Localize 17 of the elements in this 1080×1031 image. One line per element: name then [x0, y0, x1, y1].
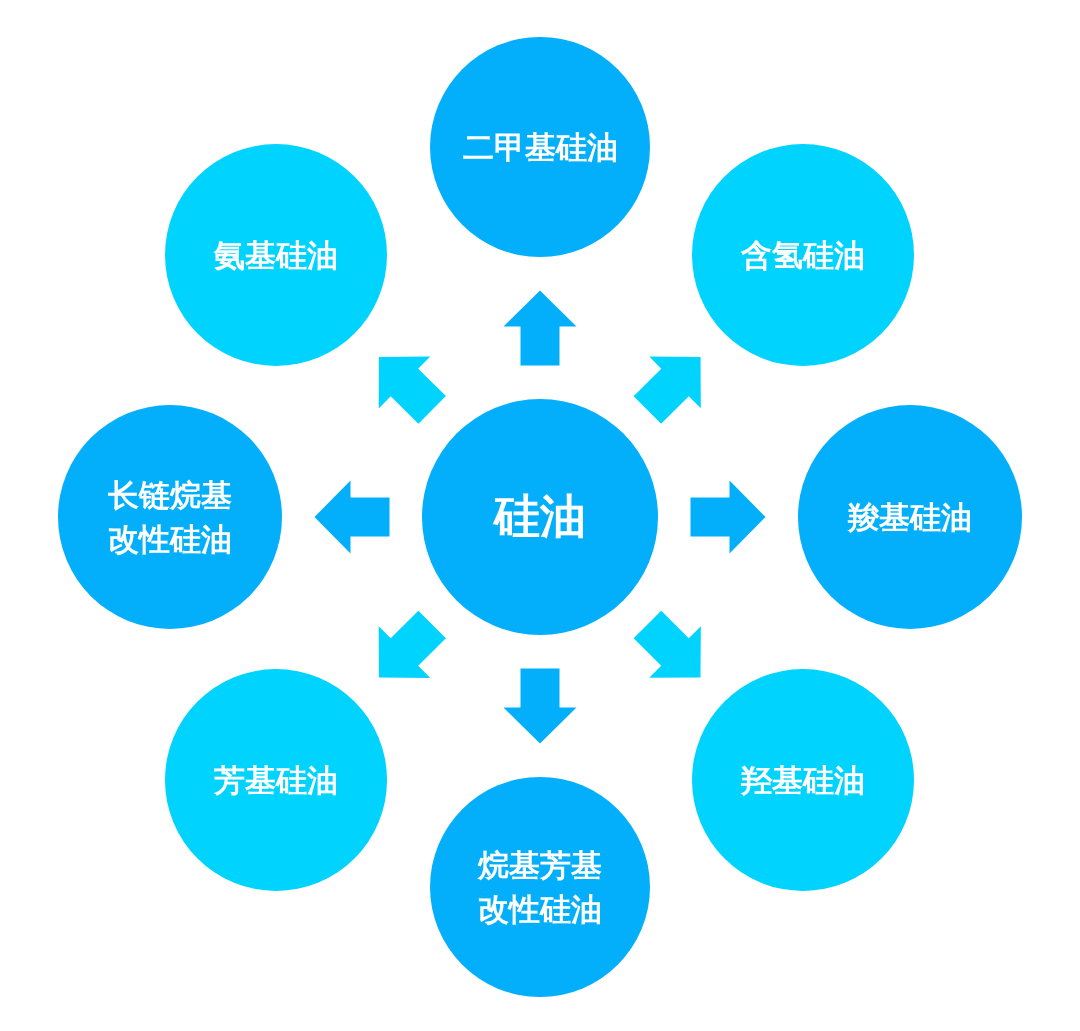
- block-arrow: [633, 610, 701, 678]
- block-arrow: [378, 356, 446, 424]
- block-arrow: [633, 356, 701, 424]
- node-label: 氨基硅油: [214, 236, 338, 275]
- node-label: 含氢硅油: [741, 236, 865, 275]
- node-label: 烷基芳基改性硅油: [476, 846, 603, 929]
- node-label: 硅油: [494, 488, 586, 546]
- block-arrow: [503, 290, 577, 366]
- block-arrow: [378, 610, 446, 678]
- node-label: 二甲基硅油: [462, 128, 618, 167]
- node-label: 羧基硅油: [848, 498, 972, 537]
- block-arrow: [690, 480, 766, 554]
- node-label: 芳基硅油: [214, 761, 338, 800]
- block-arrow: [314, 480, 390, 554]
- node-label: 长链烷基改性硅油: [107, 476, 233, 559]
- node-label: 羟基硅油: [741, 761, 865, 800]
- block-arrow: [503, 668, 577, 744]
